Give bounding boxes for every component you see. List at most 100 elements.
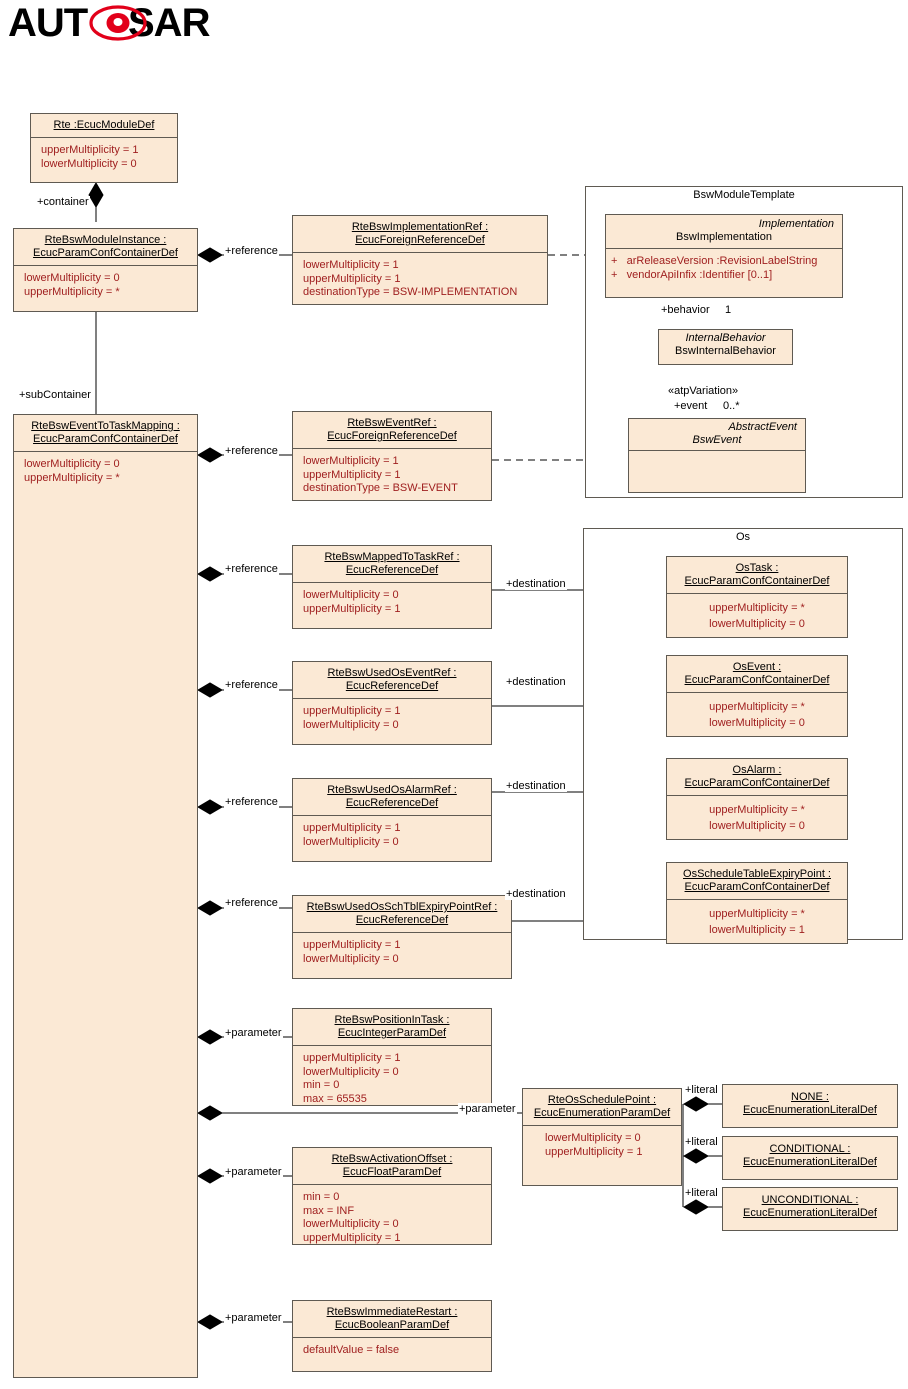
class-rte-bsw-used-os-schtbl-expiry-point-ref[interactable]: RteBswUsedOsSchTblExpiryPointRef : EcucR… <box>292 895 512 979</box>
class-rte-bsw-used-os-schtbl-expiry-point-ref-attr-0: upperMultiplicity = 1 <box>303 939 401 951</box>
class-rte-bsw-position-in-task-attr-3: max = 65535 <box>303 1092 367 1105</box>
class-literal-unconditional[interactable]: UNCONDITIONAL : EcucEnumerationLiteralDe… <box>722 1187 898 1231</box>
class-os-alarm-attr-0: upperMultiplicity = * <box>709 804 805 816</box>
package-bsw-module-template-label: BswModuleTemplate <box>693 189 795 201</box>
autosar-logo: AUT SAR <box>8 2 212 45</box>
class-rte-bsw-position-in-task-title2: EcucIntegerParamDef <box>337 1027 447 1039</box>
class-os-schedule-table-expiry-point[interactable]: OsScheduleTableExpiryPoint : EcucParamCo… <box>666 862 848 944</box>
class-bsw-internal-behavior-title: BswInternalBehavior <box>675 345 776 357</box>
class-rte-bsw-mapped-to-task-ref-title1: RteBswMappedToTaskRef : <box>324 551 460 563</box>
class-rte-bsw-implementation-ref-attr-0: lowerMultiplicity = 1 <box>303 259 399 271</box>
edge-label-parameter-1: +parameter <box>224 1027 283 1039</box>
edge-label-parameter-3: +parameter <box>224 1166 283 1178</box>
package-os-label: Os <box>735 531 751 543</box>
class-os-alarm[interactable]: OsAlarm : EcucParamConfContainerDef uppe… <box>666 758 848 840</box>
class-os-event[interactable]: OsEvent : EcucParamConfContainerDef uppe… <box>666 655 848 737</box>
class-literal-none-title2: EcucEnumerationLiteralDef <box>743 1104 877 1116</box>
class-rte-bsw-event-ref-attr-1: upperMultiplicity = 1 <box>303 468 401 481</box>
class-rte-bsw-activation-offset[interactable]: RteBswActivationOffset : EcucFloatParamD… <box>292 1147 492 1245</box>
edge-label-event-mult: 0..* <box>722 400 741 412</box>
class-os-alarm-attr-1: lowerMultiplicity = 0 <box>709 819 805 832</box>
class-bsw-internal-behavior[interactable]: InternalBehavior BswInternalBehavior <box>658 329 793 365</box>
class-rte-bsw-used-os-alarm-ref-attr-1: lowerMultiplicity = 0 <box>303 835 399 848</box>
edge-label-destination-1: +destination <box>505 578 567 590</box>
class-rte-bsw-event-to-task-mapping[interactable]: RteBswEventToTaskMapping : EcucParamConf… <box>13 414 198 1378</box>
class-rte-bsw-position-in-task-attr-1: lowerMultiplicity = 0 <box>303 1065 399 1078</box>
class-rte-bsw-used-os-alarm-ref[interactable]: RteBswUsedOsAlarmRef : EcucReferenceDef … <box>292 778 492 862</box>
class-rte-bsw-used-os-schtbl-expiry-point-ref-title2: EcucReferenceDef <box>355 914 449 926</box>
class-rte[interactable]: Rte :EcucModuleDef upperMultiplicity = 1… <box>30 113 178 183</box>
class-rte-bsw-event-to-task-mapping-title1: RteBswEventToTaskMapping : <box>31 420 180 432</box>
class-bsw-implementation[interactable]: Implementation BswImplementation + arRel… <box>605 214 843 298</box>
class-os-task-title1: OsTask : <box>735 562 779 574</box>
class-rte-bsw-event-ref-title2: EcucForeignReferenceDef <box>327 430 457 442</box>
class-os-event-attr-1: lowerMultiplicity = 0 <box>709 716 805 729</box>
class-rte-bsw-position-in-task-attr-0: upperMultiplicity = 1 <box>303 1052 401 1064</box>
class-rte-bsw-implementation-ref[interactable]: RteBswImplementationRef : EcucForeignRef… <box>292 215 548 305</box>
class-rte-bsw-used-os-alarm-ref-title2: EcucReferenceDef <box>345 797 439 809</box>
class-rte-bsw-immediate-restart-title1: RteBswImmediateRestart : <box>326 1306 458 1318</box>
class-rte-bsw-activation-offset-attr-2: lowerMultiplicity = 0 <box>303 1218 399 1230</box>
edge-label-reference-6: +reference <box>224 897 279 909</box>
edge-label-reference-5: +reference <box>224 796 279 808</box>
class-bsw-implementation-op-0: arReleaseVersion :RevisionLabelString <box>626 255 818 267</box>
class-literal-none[interactable]: NONE : EcucEnumerationLiteralDef <box>722 1084 898 1128</box>
class-os-alarm-title2: EcucParamConfContainerDef <box>684 777 830 789</box>
class-rte-bsw-used-os-schtbl-expiry-point-ref-title1: RteBswUsedOsSchTblExpiryPointRef : <box>306 901 498 913</box>
class-rte-bsw-implementation-ref-title1: RteBswImplementationRef : <box>351 221 489 233</box>
edge-label-behavior-mult: 1 <box>724 304 733 316</box>
class-rte-os-schedule-point[interactable]: RteOsSchedulePoint : EcucEnumerationPara… <box>522 1088 682 1186</box>
class-rte-bsw-position-in-task-attr-2: min = 0 <box>303 1079 340 1091</box>
edge-label-destination-4: +destination <box>505 888 567 900</box>
class-rte-bsw-module-instance-attr-1: upperMultiplicity = * <box>24 285 120 298</box>
class-os-task-attr-0: upperMultiplicity = * <box>709 602 805 614</box>
class-literal-conditional[interactable]: CONDITIONAL : EcucEnumerationLiteralDef <box>722 1136 898 1180</box>
class-rte-bsw-used-os-event-ref-attr-1: lowerMultiplicity = 0 <box>303 718 399 731</box>
class-literal-unconditional-title2: EcucEnumerationLiteralDef <box>743 1207 877 1219</box>
class-rte-bsw-activation-offset-title2: EcucFloatParamDef <box>342 1166 442 1178</box>
class-os-schedule-table-expiry-point-title2: EcucParamConfContainerDef <box>684 881 830 893</box>
class-os-event-title1: OsEvent : <box>732 661 782 673</box>
class-rte-bsw-event-ref-title1: RteBswEventRef : <box>347 417 437 429</box>
class-rte-bsw-used-os-alarm-ref-title1: RteBswUsedOsAlarmRef : <box>327 784 457 796</box>
class-rte-os-schedule-point-attr-0: lowerMultiplicity = 0 <box>545 1132 641 1144</box>
class-rte-os-schedule-point-title1: RteOsSchedulePoint : <box>547 1094 657 1106</box>
class-rte-bsw-mapped-to-task-ref-attr-0: lowerMultiplicity = 0 <box>303 589 399 601</box>
class-os-task[interactable]: OsTask : EcucParamConfContainerDef upper… <box>666 556 848 638</box>
class-rte-bsw-immediate-restart[interactable]: RteBswImmediateRestart : EcucBooleanPara… <box>292 1300 492 1372</box>
class-rte-bsw-event-ref[interactable]: RteBswEventRef : EcucForeignReferenceDef… <box>292 411 492 501</box>
class-rte-bsw-implementation-ref-title2: EcucForeignReferenceDef <box>355 234 485 246</box>
class-rte-bsw-implementation-ref-attr-1: upperMultiplicity = 1 <box>303 272 401 285</box>
class-bsw-event-stereotype: AbstractEvent <box>728 421 797 433</box>
class-literal-none-title1: NONE : <box>791 1091 829 1103</box>
edge-label-reference-1: +reference <box>224 245 279 257</box>
class-bsw-event[interactable]: AbstractEvent BswEvent <box>628 418 806 493</box>
class-os-schedule-table-expiry-point-attr-1: lowerMultiplicity = 1 <box>709 923 805 936</box>
class-bsw-implementation-stereotype: Implementation <box>758 218 834 230</box>
class-rte-bsw-module-instance[interactable]: RteBswModuleInstance : EcucParamConfCont… <box>13 228 198 312</box>
class-bsw-implementation-op-1: vendorApiInfix :Identifier [0..1] <box>626 268 773 281</box>
class-rte-attr-0: upperMultiplicity = 1 <box>41 144 139 156</box>
class-rte-bsw-event-ref-attr-2: destinationType = BSW-EVENT <box>303 482 458 494</box>
class-bsw-event-title: BswEvent <box>692 434 742 446</box>
class-bsw-internal-behavior-stereotype: InternalBehavior <box>685 332 766 344</box>
class-rte-bsw-immediate-restart-attr-0: defaultValue = false <box>303 1344 400 1356</box>
class-os-event-title2: EcucParamConfContainerDef <box>684 674 830 686</box>
edge-label-reference-4: +reference <box>224 679 279 691</box>
class-rte-bsw-mapped-to-task-ref[interactable]: RteBswMappedToTaskRef : EcucReferenceDef… <box>292 545 492 629</box>
edge-label-behavior: +behavior <box>660 304 711 316</box>
class-rte-bsw-activation-offset-attr-0: min = 0 <box>303 1191 340 1203</box>
class-rte-bsw-used-os-event-ref[interactable]: RteBswUsedOsEventRef : EcucReferenceDef … <box>292 661 492 745</box>
class-rte-bsw-position-in-task[interactable]: RteBswPositionInTask : EcucIntegerParamD… <box>292 1008 492 1106</box>
class-rte-bsw-activation-offset-attr-3: upperMultiplicity = 1 <box>303 1231 401 1244</box>
class-os-schedule-table-expiry-point-title1: OsScheduleTableExpiryPoint : <box>683 868 831 880</box>
class-os-task-attr-1: lowerMultiplicity = 0 <box>709 617 805 630</box>
class-rte-os-schedule-point-attr-1: upperMultiplicity = 1 <box>545 1145 643 1158</box>
class-os-alarm-title1: OsAlarm : <box>732 764 782 776</box>
edge-label-literal-2: +literal <box>684 1136 719 1148</box>
class-literal-conditional-title1: CONDITIONAL : <box>769 1143 851 1155</box>
class-rte-bsw-used-os-event-ref-title1: RteBswUsedOsEventRef : <box>327 667 457 679</box>
class-rte-bsw-used-os-event-ref-attr-0: upperMultiplicity = 1 <box>303 705 401 717</box>
class-rte-attr-1: lowerMultiplicity = 0 <box>41 157 137 170</box>
edge-label-atp-variation: «atpVariation» <box>667 385 740 397</box>
